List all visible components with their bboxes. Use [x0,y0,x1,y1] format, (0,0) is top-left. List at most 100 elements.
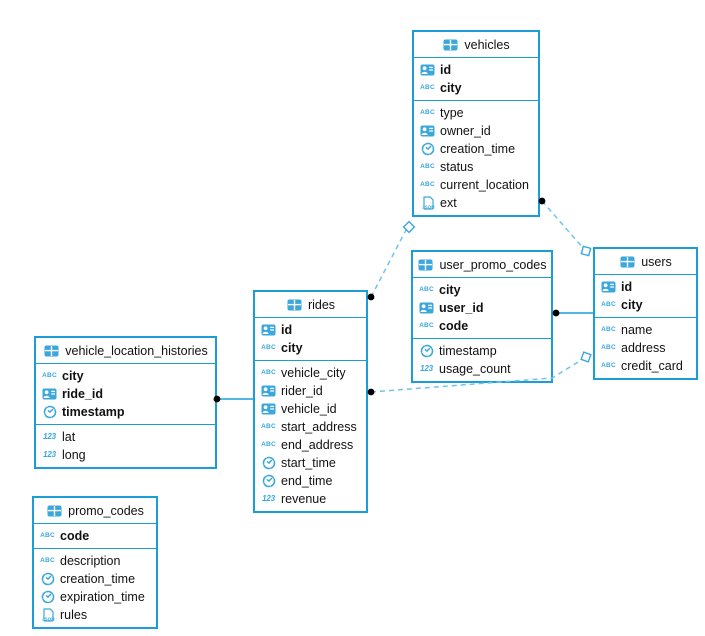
field-label: current_location [440,178,529,192]
relationship-rides-to-vehicles[interactable] [370,229,407,298]
field-label: creation_time [60,572,136,586]
field-label: start_address [281,420,357,434]
text-icon: ABC [419,321,434,329]
table-icon [619,256,636,268]
field-label: city [621,298,643,312]
id-card-icon [260,385,277,397]
field-label: vehicle_id [281,402,337,416]
field-label: type [440,106,464,120]
field-label: end_address [281,438,354,452]
id-card-icon [260,403,277,415]
id-card-icon [419,125,436,137]
relationship-endpoint-square [580,245,592,257]
number-icon: 123 [43,432,56,441]
field-label: lat [62,430,76,444]
time-icon [39,572,56,586]
table-title: vehicle_location_histories [65,343,208,358]
table-header[interactable]: vehicle_location_histories [36,338,215,364]
field-creation_time: creation_time [34,570,156,588]
field-start_time: start_time [255,454,366,472]
relationship-endpoint-dot [552,309,560,317]
number-icon: 123 [420,364,433,373]
table-title: user_promo_codes [439,257,547,272]
text-icon: ABC [261,422,276,430]
text-icon: ABC [40,531,55,539]
field-label: end_time [281,474,333,488]
id-card-icon [260,324,277,336]
field-label: code [60,529,90,543]
field-label: city [440,81,462,95]
table-title: rides [307,297,336,312]
text-icon: ABC [601,361,616,369]
table-header[interactable]: rides [255,292,366,318]
field-start_address: ABC start_address [255,418,366,436]
relationship-endpoint-square [580,351,592,363]
field-label: description [60,554,121,568]
field-label: expiration_time [60,590,145,604]
table-icon [43,345,60,357]
table-icon [442,39,459,51]
table-header[interactable]: vehicles [414,32,538,58]
field-label: timestamp [62,405,125,419]
field-label: id [621,280,633,294]
text-icon: ABC [419,285,434,293]
field-usage_count: 123 usage_count [413,360,551,378]
fields-section: timestamp 123 usage_count [413,339,551,381]
text-icon: ABC [40,556,55,564]
text-icon: ABC [42,371,57,379]
field-timestamp: timestamp [413,342,551,360]
time-icon [418,344,435,358]
table-icon [286,299,303,311]
id-card-icon [419,64,436,76]
svg-text:JSON: JSON [42,617,55,622]
json-icon: JSON [419,196,436,210]
relationship-vehicles-to-users[interactable] [541,200,585,250]
table-title: promo_codes [68,503,144,518]
relationship-endpoint-square [402,220,416,234]
table-header[interactable]: users [595,249,696,275]
text-icon: ABC [420,108,435,116]
field-creation_time: creation_time [414,140,538,158]
field-label: timestamp [439,344,497,358]
field-label: id [281,323,293,337]
table-title: users [641,254,672,269]
primary-key-field-id: id [255,321,366,339]
field-description: ABC description [34,552,156,570]
field-label: ext [440,196,457,210]
field-label: usage_count [439,362,511,376]
id-card-icon [41,388,58,400]
relationship-endpoint-dot [367,388,375,396]
time-icon [419,142,436,156]
primary-key-field-user_id: user_id [413,299,551,317]
time-icon [260,474,277,488]
primary-key-field-id: id [595,278,696,296]
table-header[interactable]: promo_codes [34,498,156,524]
table-header[interactable]: user_promo_codes [413,252,551,278]
text-icon: ABC [261,343,276,351]
